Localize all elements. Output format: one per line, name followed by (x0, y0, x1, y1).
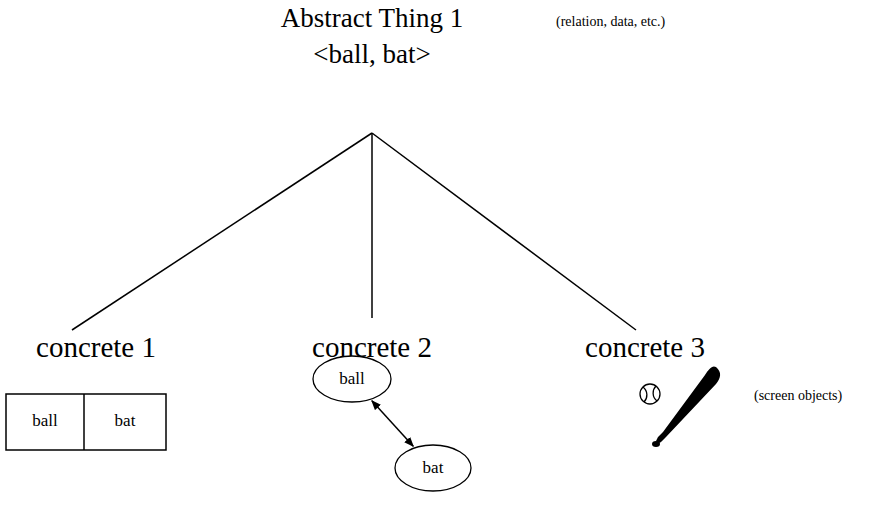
table-cell: bat (115, 412, 136, 431)
table-outline (6, 394, 166, 450)
ellipse-node: ball (312, 355, 392, 403)
concrete-heading: concrete 3 (585, 332, 705, 364)
bat-icon (652, 366, 720, 447)
tree-lines (72, 133, 636, 330)
tuple-text: <ball, bat> (313, 40, 430, 70)
baseball-icon (640, 384, 660, 404)
abstract-title: Abstract Thing 1 (281, 4, 463, 34)
ellipse-node: bat (394, 444, 472, 492)
node-text: bat (423, 458, 444, 478)
concrete-heading: concrete 1 (36, 332, 156, 364)
table-cell: ball (32, 412, 58, 431)
note-text: (relation, data, etc.) (556, 14, 665, 29)
node-text: ball (339, 369, 365, 389)
note-text: (screen objects) (754, 388, 842, 403)
double-arrow (372, 401, 413, 447)
